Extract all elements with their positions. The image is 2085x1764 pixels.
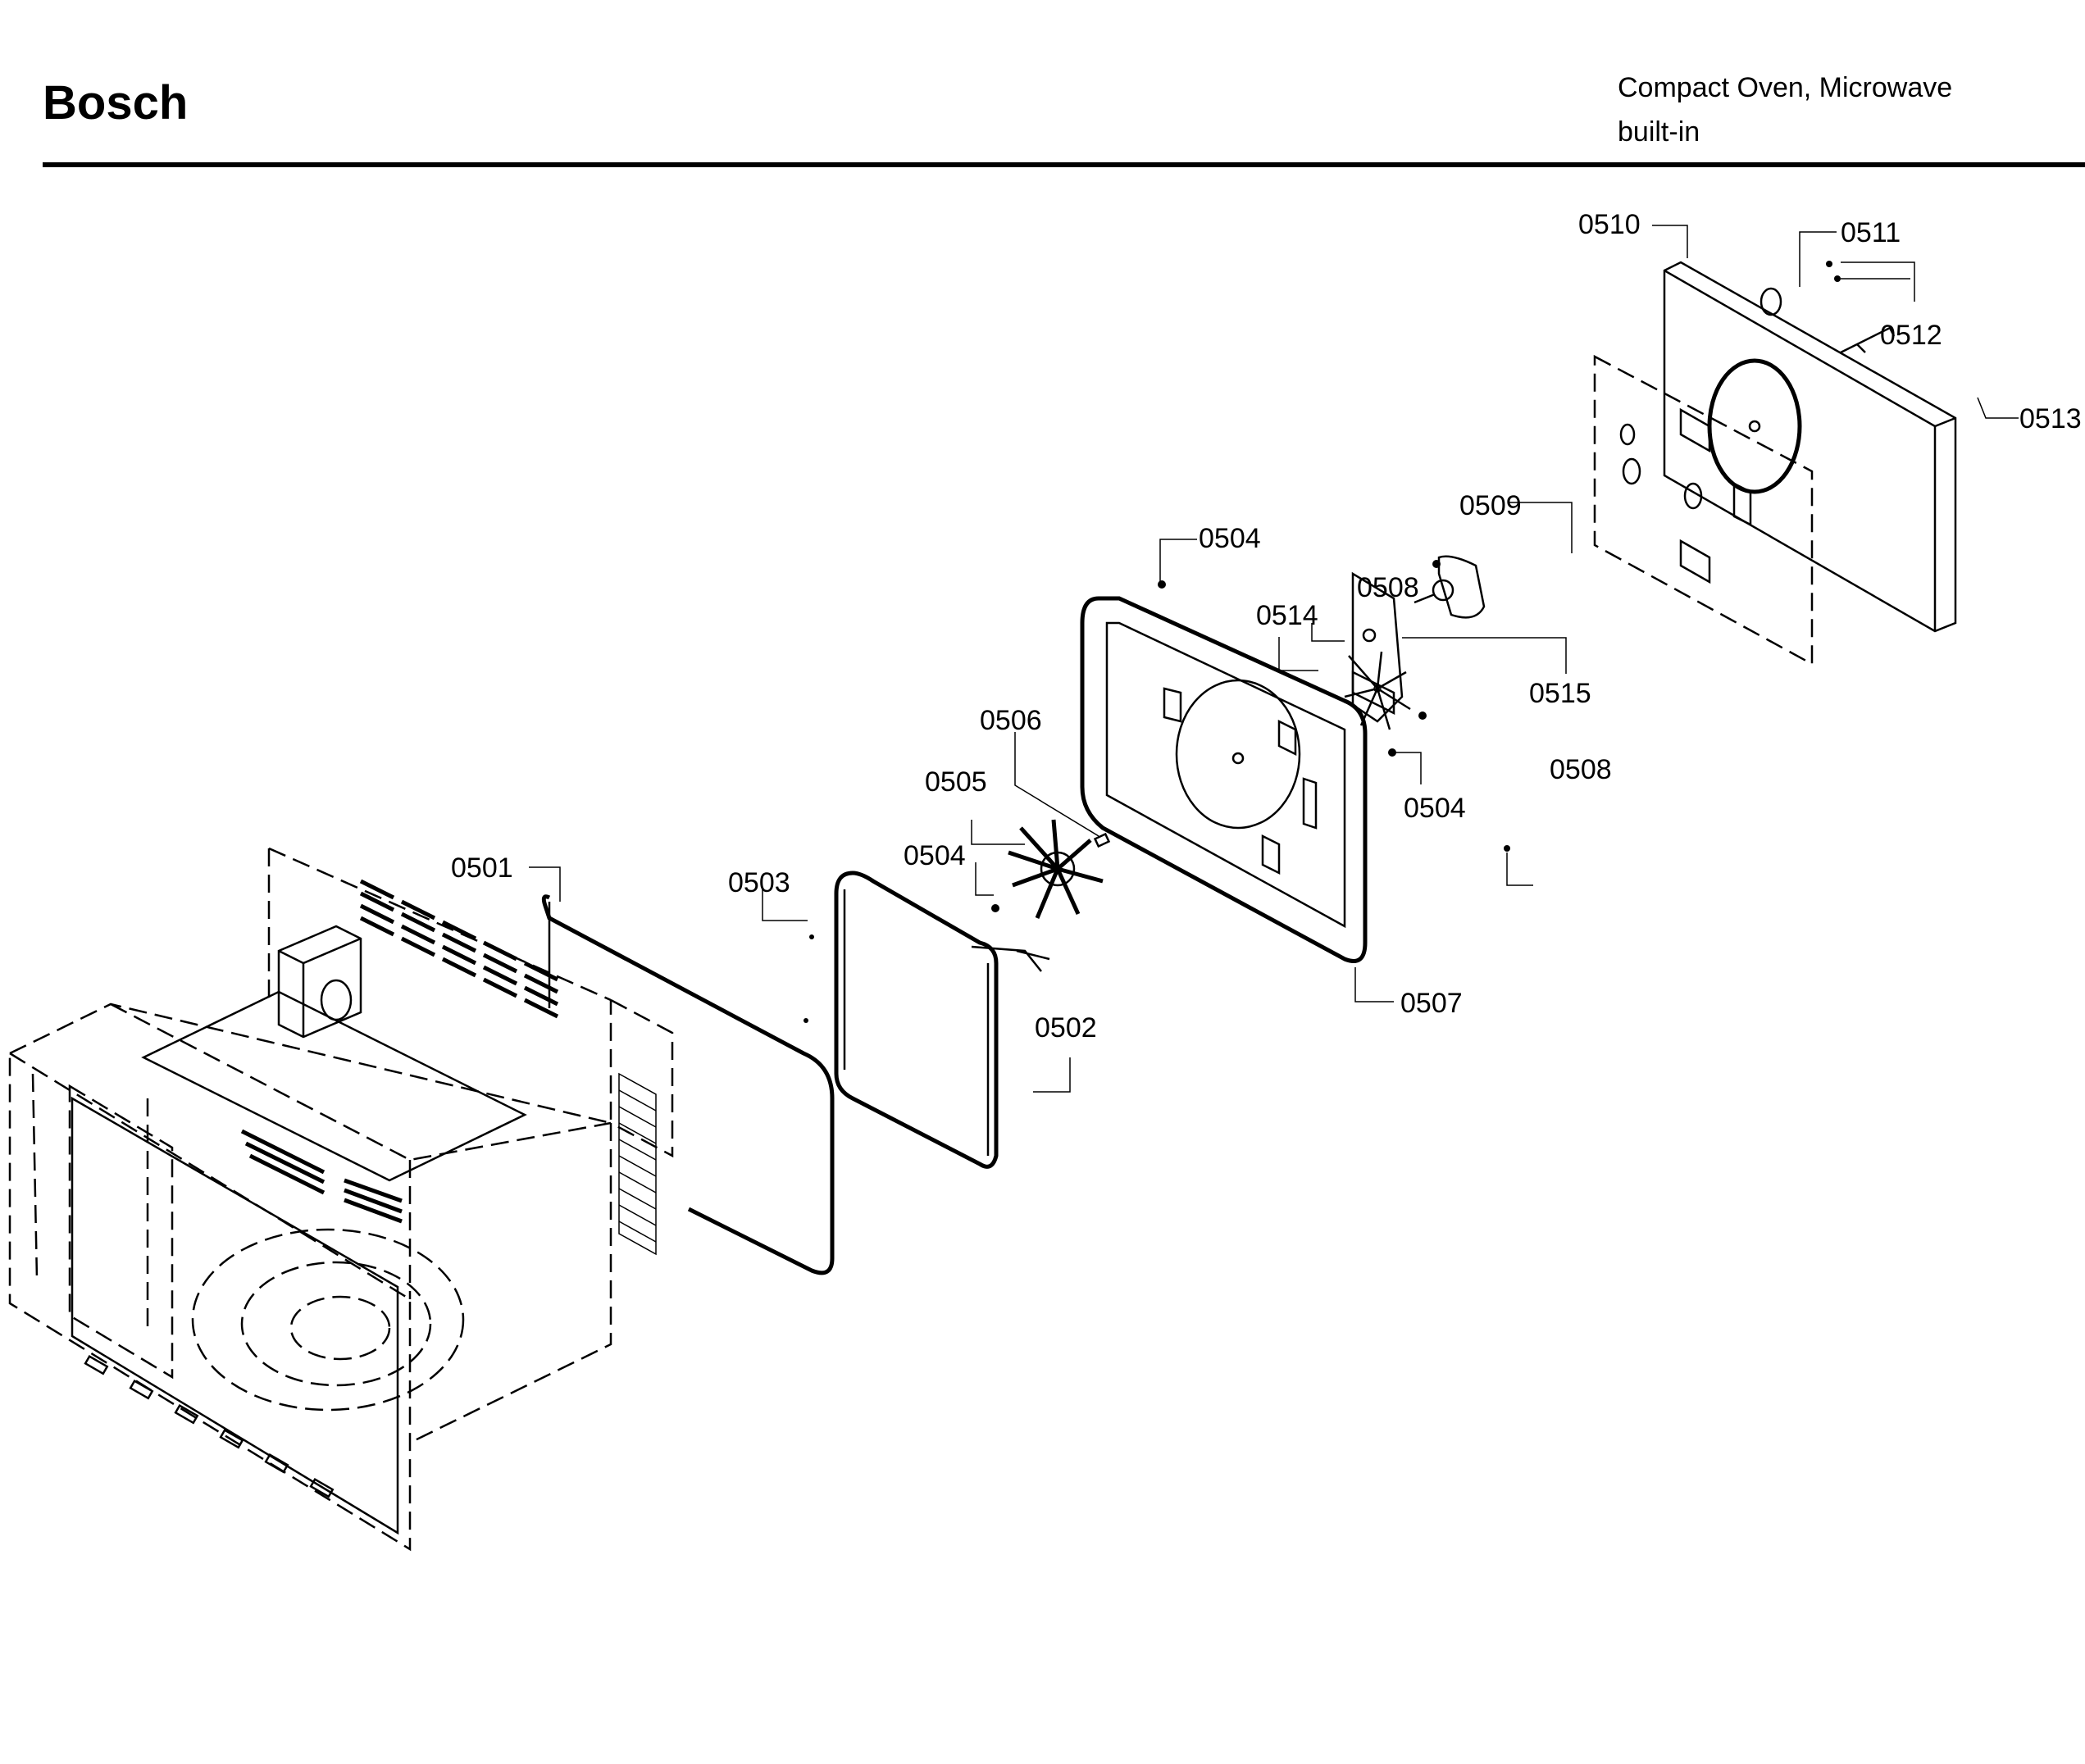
leader-lines: [529, 225, 2019, 1093]
part-0506-spacer: [1093, 832, 1111, 848]
callout-0511: 0511: [1841, 217, 1901, 248]
product-line-2: built-in: [1618, 116, 1700, 148]
part-0513-sensor: [1840, 326, 1896, 354]
callout-0508a: 0508: [1357, 572, 1419, 603]
part-0511-lamp: [1760, 287, 1782, 316]
part-0505-fan: [1008, 819, 1104, 919]
screws: [803, 261, 1841, 1023]
part-0515-bracket: [1351, 571, 1404, 723]
callout-0510: 0510: [1578, 209, 1641, 240]
callout-0514: 0514: [1256, 600, 1318, 631]
part-0501-frame: [541, 894, 835, 1275]
callout-0508b: 0508: [1550, 754, 1612, 785]
header-divider: [43, 162, 2085, 167]
callout-0505: 0505: [925, 766, 987, 798]
oven-housing: [8, 847, 674, 1552]
part-0502-heating-element: [834, 871, 1050, 1169]
callout-0503: 0503: [728, 867, 790, 898]
callout-0504a: 0504: [904, 840, 966, 871]
brand-title: Bosch: [43, 76, 189, 130]
callout-0501: 0501: [451, 852, 513, 884]
product-description: Compact Oven, Microwave built-in: [1618, 66, 1952, 154]
callout-0502: 0502: [1035, 1012, 1097, 1043]
callout-0513: 0513: [2019, 403, 2082, 434]
part-0509-motor: [1414, 555, 1486, 619]
callout-0504c: 0504: [1404, 793, 1466, 824]
callout-0509: 0509: [1459, 490, 1522, 521]
part-0507-panel: [1080, 596, 1368, 963]
callout-0506: 0506: [980, 705, 1042, 736]
callout-labels: 0501 0502 0503 0504 0504 0504 0505 0506 0507 0508…: [451, 209, 2082, 1043]
callout-0512: 0512: [1880, 320, 1942, 351]
callout-0504b: 0504: [1199, 523, 1261, 554]
callout-0507: 0507: [1400, 988, 1463, 1019]
product-line-1: Compact Oven, Microwave: [1618, 72, 1953, 103]
callout-0515: 0515: [1529, 678, 1591, 709]
part-0514-fan: [1344, 651, 1411, 730]
part-0510-cover: [1593, 261, 1957, 666]
